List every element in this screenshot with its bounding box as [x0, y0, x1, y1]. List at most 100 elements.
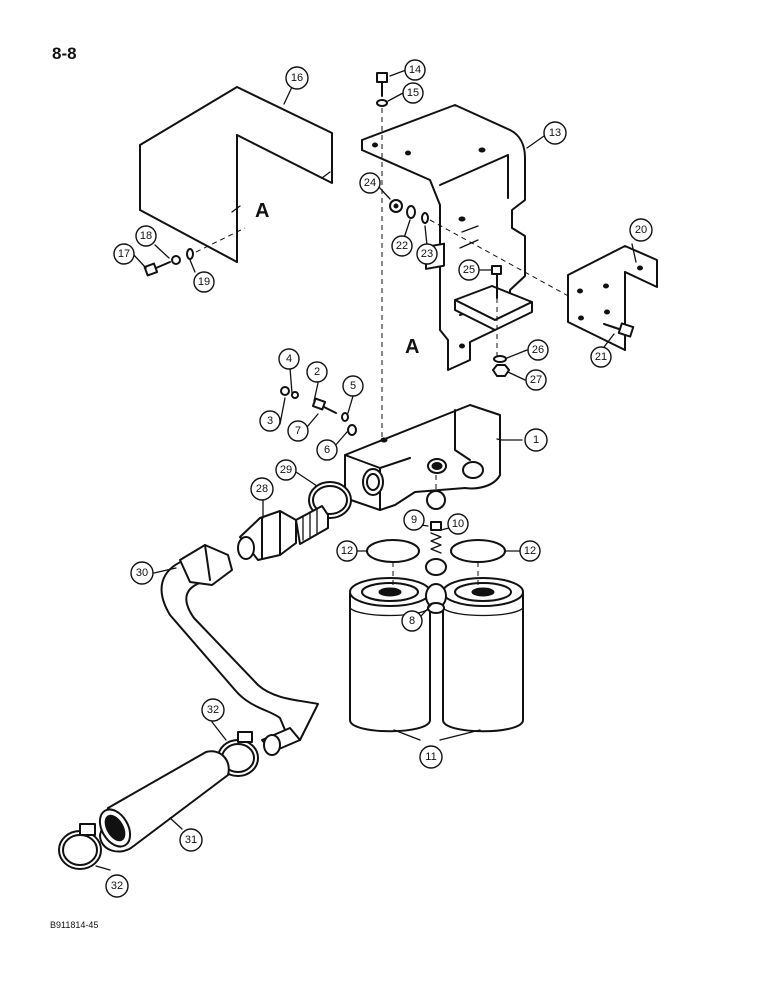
svg-text:2: 2	[314, 366, 320, 378]
svg-text:6: 6	[324, 444, 330, 456]
svg-text:23: 23	[421, 248, 433, 260]
callout-23: 23	[416, 243, 438, 265]
reference-letter: A	[405, 336, 419, 358]
callout-14: 14	[404, 59, 426, 81]
callout-4: 4	[278, 348, 300, 370]
svg-text:21: 21	[595, 351, 607, 363]
page-number: 8-8	[52, 44, 77, 63]
svg-text:9: 9	[411, 514, 417, 526]
svg-text:26: 26	[532, 344, 544, 356]
bolt-icon	[491, 265, 502, 299]
nut-icon	[492, 364, 510, 377]
svg-text:15: 15	[407, 87, 419, 99]
callout-17: 17	[113, 243, 135, 265]
svg-text:28: 28	[256, 483, 268, 495]
callout-7: 7	[287, 420, 309, 442]
spring-icon	[425, 521, 447, 576]
callout-12-right: 12	[519, 540, 541, 562]
callout-25: 25	[458, 259, 480, 281]
svg-text:3: 3	[267, 415, 273, 427]
callout-9: 9	[403, 509, 425, 531]
washer-icon	[406, 205, 429, 224]
svg-text:16: 16	[291, 72, 303, 84]
nut-icon	[171, 255, 181, 265]
svg-text:12: 12	[341, 545, 353, 557]
bolt-icon	[603, 322, 635, 338]
hose-icon	[160, 544, 319, 756]
svg-text:1: 1	[533, 434, 539, 446]
callout-29: 29	[275, 459, 297, 481]
callout-22: 22	[391, 235, 413, 257]
callout-2: 2	[306, 361, 328, 383]
svg-text:22: 22	[396, 240, 408, 252]
callout-12-left: 12	[336, 540, 358, 562]
svg-text:14: 14	[409, 64, 421, 76]
callout-32-upper: 32	[201, 698, 225, 722]
svg-text:25: 25	[463, 264, 475, 276]
fitting-icon	[425, 583, 447, 614]
callout-8: 8	[401, 610, 423, 632]
ball-icon	[426, 490, 446, 510]
callout-18: 18	[135, 225, 157, 247]
callout-28: 28	[250, 477, 274, 501]
svg-text:31: 31	[185, 834, 197, 846]
svg-text:17: 17	[118, 248, 130, 260]
svg-text:10: 10	[452, 518, 464, 530]
figure-code: B911814-45	[50, 920, 99, 930]
svg-text:7: 7	[295, 425, 301, 437]
svg-text:24: 24	[364, 177, 376, 189]
bolt-icon	[143, 261, 171, 277]
washer-icon	[376, 99, 388, 107]
svg-text:30: 30	[136, 567, 148, 579]
svg-text:18: 18	[140, 230, 152, 242]
svg-text:32: 32	[207, 704, 219, 716]
fitting-icon	[280, 386, 357, 436]
callout-31: 31	[179, 828, 203, 852]
callout-30: 30	[130, 561, 154, 585]
callout-26: 26	[527, 339, 549, 361]
callout-13: 13	[543, 121, 567, 145]
filter-cartridge-icon	[349, 577, 431, 733]
svg-text:19: 19	[198, 276, 210, 288]
bracket-cover-icon	[139, 86, 333, 263]
svg-text:5: 5	[350, 380, 356, 392]
filter-head-icon	[344, 404, 501, 511]
svg-text:32: 32	[111, 880, 123, 892]
clamp-plate-icon	[454, 285, 533, 331]
callout-24: 24	[359, 172, 381, 194]
svg-text:13: 13	[549, 127, 561, 139]
reference-letter: A	[255, 200, 269, 222]
callout-10: 10	[447, 513, 469, 535]
svg-text:29: 29	[280, 464, 292, 476]
hose-clamp-icon	[58, 823, 102, 870]
filter-cartridge-icon	[442, 577, 524, 733]
angle-bracket-icon	[567, 245, 658, 351]
alignment-lines	[195, 108, 573, 592]
callout-3: 3	[259, 410, 281, 432]
svg-text:4: 4	[286, 353, 292, 365]
bolt-icon	[376, 72, 388, 97]
callout-5: 5	[342, 375, 364, 397]
callout-20: 20	[629, 218, 653, 242]
svg-text:11: 11	[425, 751, 436, 763]
hose-icon	[98, 750, 230, 853]
nut-icon	[389, 199, 403, 213]
svg-text:12: 12	[524, 545, 536, 557]
callout-27: 27	[525, 369, 547, 391]
callout-19: 19	[193, 271, 215, 293]
fitting-icon	[237, 505, 329, 561]
callout-16: 16	[285, 66, 309, 90]
washer-icon	[186, 248, 194, 260]
washer-icon	[493, 355, 507, 363]
svg-text:8: 8	[409, 615, 415, 627]
callout-6: 6	[316, 439, 338, 461]
svg-text:27: 27	[530, 374, 542, 386]
callout-1: 1	[524, 428, 548, 452]
callout-32-lower: 32	[105, 874, 129, 898]
mounting-bracket-icon	[361, 104, 526, 371]
svg-text:20: 20	[635, 224, 647, 236]
o-ring-icon	[450, 539, 506, 563]
callout-11: 11	[419, 745, 443, 769]
